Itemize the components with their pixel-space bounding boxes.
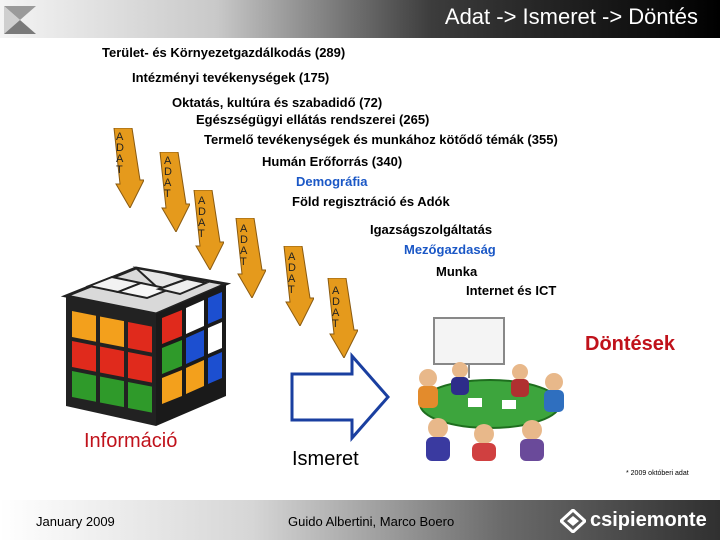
topic-item: Humán Erőforrás (340)	[262, 154, 403, 169]
dontesek-label: Döntések	[585, 333, 676, 355]
topic-item: Munka	[436, 264, 478, 279]
arrow-right-icon	[290, 352, 390, 442]
topic-item: Egészségügyi ellátás rendszerei (265)	[196, 112, 430, 127]
csi-logo-icon	[560, 509, 586, 533]
ismeret-label: Ismeret	[292, 448, 359, 470]
corner-logo-icon	[4, 6, 36, 34]
topic-item: Internet és ICT	[466, 283, 557, 298]
topic-item: Oktatás, kultúra és szabadidő (72)	[172, 95, 383, 110]
topic-item: Termelő tevékenységek és munkához kötődő…	[204, 132, 558, 147]
footer-brand: csipiemonte	[590, 509, 707, 531]
header-bar	[0, 0, 720, 38]
topic-item: Föld regisztráció és Adók	[292, 194, 450, 209]
topic-item: Terület- és Környezetgazdálkodás (289)	[102, 45, 346, 60]
slide-title: Adat -> Ismeret -> Döntés	[444, 4, 698, 29]
footer-authors: Guido Albertini, Marco Boero	[288, 514, 455, 529]
informacio-label: Információ	[84, 430, 178, 452]
rubiks-cube-icon	[60, 266, 232, 426]
topic-item: Demográfia	[296, 174, 368, 189]
topic-item: Igazságszolgáltatás	[370, 222, 493, 237]
meeting-illustration-icon	[418, 317, 564, 461]
footer-date: January 2009	[36, 514, 115, 529]
topic-item: Mezőgazdaság	[404, 242, 496, 257]
footer-bar	[0, 500, 720, 540]
footnote: * 2009 októberi adat	[626, 470, 689, 477]
topic-item: Intézményi tevékenységek (175)	[132, 70, 330, 85]
